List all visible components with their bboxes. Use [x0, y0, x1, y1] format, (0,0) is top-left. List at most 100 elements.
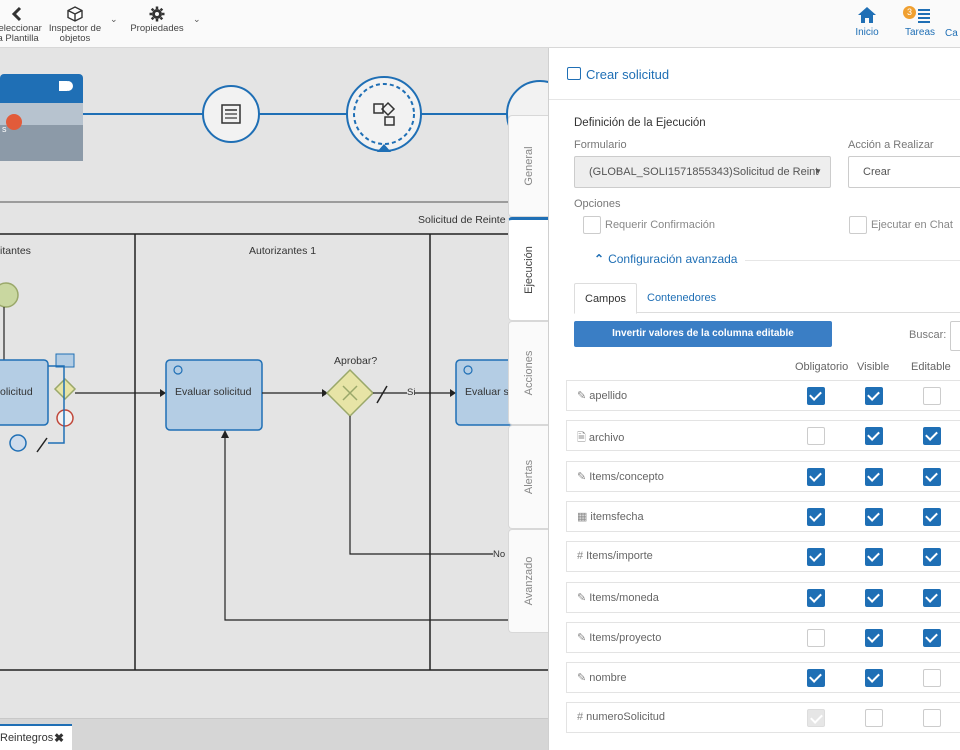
visible-checkbox[interactable]	[865, 467, 883, 486]
form-select[interactable]: (GLOBAL_SOLI1571855343)Solicitud de Rein…	[574, 156, 831, 188]
visible-checkbox[interactable]	[865, 427, 883, 446]
form-icon	[221, 104, 241, 124]
required-checkbox[interactable]	[807, 628, 825, 647]
tab-containers[interactable]: Contenedores	[637, 283, 726, 314]
required-checkbox[interactable]	[807, 467, 825, 486]
task-evaluate-2-label[interactable]: Evaluar s	[465, 386, 509, 398]
tab-reintegros[interactable]: Reintegros ✖	[0, 724, 72, 750]
editable-checkbox[interactable]	[923, 387, 941, 405]
extra-nav-label[interactable]: Ca	[945, 28, 958, 39]
calendar-icon: ▦	[577, 510, 588, 523]
options-label: Opciones	[574, 198, 621, 210]
required-checkbox[interactable]	[807, 427, 825, 446]
visible-checkbox[interactable]	[865, 548, 883, 567]
visible-checkbox[interactable]	[865, 709, 883, 728]
chevron-down-icon[interactable]: ⌄	[193, 14, 201, 24]
start-event	[0, 282, 19, 308]
editable-checkbox[interactable]	[923, 548, 941, 567]
hash-icon: #	[577, 711, 584, 724]
tasks-icon	[918, 9, 930, 23]
field-name: 🗎archivo	[577, 429, 624, 448]
task-request	[0, 359, 49, 426]
editable-checkbox[interactable]	[923, 507, 941, 526]
stage-selected-node[interactable]	[346, 76, 422, 152]
process-diagram[interactable]	[0, 48, 548, 718]
chevron-down-icon[interactable]: ⌄	[110, 14, 118, 24]
field-name-label: numeroSolicitud	[586, 711, 665, 724]
required-checkbox[interactable]	[807, 588, 825, 607]
select-template-button[interactable]: Seleccionar la Plantilla	[0, 6, 46, 44]
field-row: ✎apellido	[566, 380, 960, 411]
required-checkbox[interactable]	[807, 669, 825, 688]
task-evaluate-label[interactable]: Evaluar solicitud	[175, 386, 252, 398]
properties-panel: Crear solicitud Definición de la Ejecuci…	[548, 48, 960, 750]
visible-checkbox[interactable]	[865, 507, 883, 526]
stage-form-node[interactable]	[202, 85, 260, 143]
field-row: ✎Items/concepto	[566, 460, 960, 492]
field-name-label: Items/concepto	[589, 470, 664, 483]
required-checkbox[interactable]	[807, 387, 825, 405]
tab-fields-label: Campos	[585, 293, 626, 305]
tasks-button[interactable]: Tareas 3	[900, 6, 940, 38]
field-row: #Items/importe	[566, 541, 960, 573]
close-icon[interactable]: ✖	[53, 731, 64, 745]
editable-checkbox[interactable]	[923, 709, 941, 728]
section-title: Definición de la Ejecución	[574, 117, 706, 129]
edit-icon: ✎	[577, 672, 587, 685]
visible-checkbox[interactable]	[865, 588, 883, 607]
advanced-config-label: Configuración avanzada	[608, 252, 738, 266]
required-checkbox[interactable]	[807, 507, 825, 526]
user-icon	[173, 365, 183, 375]
tab-containers-label: Contenedores	[647, 292, 717, 304]
tab-alertas[interactable]: Alertas	[508, 425, 548, 529]
require-confirm-checkbox[interactable]	[583, 216, 601, 234]
lane-title-requesters: itantes	[0, 245, 31, 257]
flow-label-yes: Si	[407, 387, 416, 398]
tab-general[interactable]: General	[508, 115, 548, 217]
required-checkbox[interactable]	[807, 548, 825, 567]
action-select[interactable]: Crear	[848, 156, 960, 188]
search-input[interactable]	[950, 321, 960, 351]
chevron-up-icon: ⌃	[594, 252, 605, 266]
run-in-chat-checkbox[interactable]	[849, 216, 867, 234]
field-name-label: Items/moneda	[589, 591, 659, 604]
editable-checkbox[interactable]	[923, 427, 941, 446]
edit-icon: ✎	[577, 631, 587, 644]
field-row: ▦itemsfecha	[566, 500, 960, 532]
tab-alertas-label: Alertas	[522, 459, 535, 495]
editable-checkbox[interactable]	[923, 467, 941, 486]
editable-checkbox[interactable]	[923, 588, 941, 607]
home-button[interactable]: Inicio	[852, 6, 882, 38]
template-card[interactable]	[0, 74, 83, 161]
task-request-label[interactable]: olicitud	[0, 386, 33, 398]
edit-icon: ✎	[577, 390, 587, 402]
visible-checkbox[interactable]	[865, 387, 883, 405]
properties-button[interactable]: Propiedades	[128, 6, 186, 34]
caret-down-icon: ▼	[814, 167, 822, 176]
hash-icon: #	[577, 550, 584, 563]
edit-icon: ✎	[577, 470, 587, 483]
editable-checkbox[interactable]	[923, 628, 941, 647]
field-name: ✎Items/concepto	[577, 470, 664, 483]
diagram-canvas[interactable]: Solicitud de Reinte itantes Autorizantes…	[0, 48, 548, 718]
action-select-value: Crear	[863, 166, 891, 178]
field-name: ✎apellido	[577, 389, 627, 402]
field-name-label: nombre	[589, 672, 627, 685]
file-icon: 🗎	[577, 432, 586, 445]
visible-checkbox[interactable]	[865, 669, 883, 688]
run-in-chat-label: Ejecutar en Chat	[871, 219, 953, 231]
object-inspector-button[interactable]: Inspector de objetos	[46, 6, 104, 44]
tab-acciones[interactable]: Acciones	[508, 321, 548, 425]
advanced-config-toggle[interactable]: ⌃Configuración avanzada	[594, 252, 737, 266]
visible-checkbox[interactable]	[865, 628, 883, 647]
flow-label-no: No	[493, 549, 506, 560]
field-name: ✎Items/moneda	[577, 591, 659, 604]
invert-editable-button[interactable]: Invertir valores de la columna editable	[574, 321, 832, 347]
panel-header: Crear solicitud	[549, 48, 960, 100]
tab-avanzado[interactable]: Avanzado	[508, 529, 548, 633]
tab-fields[interactable]: Campos	[574, 283, 637, 314]
field-row: ✎Items/proyecto	[566, 621, 960, 653]
editable-checkbox[interactable]	[923, 669, 941, 688]
back-arrow-icon	[11, 6, 22, 22]
tab-ejecucion[interactable]: Ejecución	[508, 217, 548, 321]
